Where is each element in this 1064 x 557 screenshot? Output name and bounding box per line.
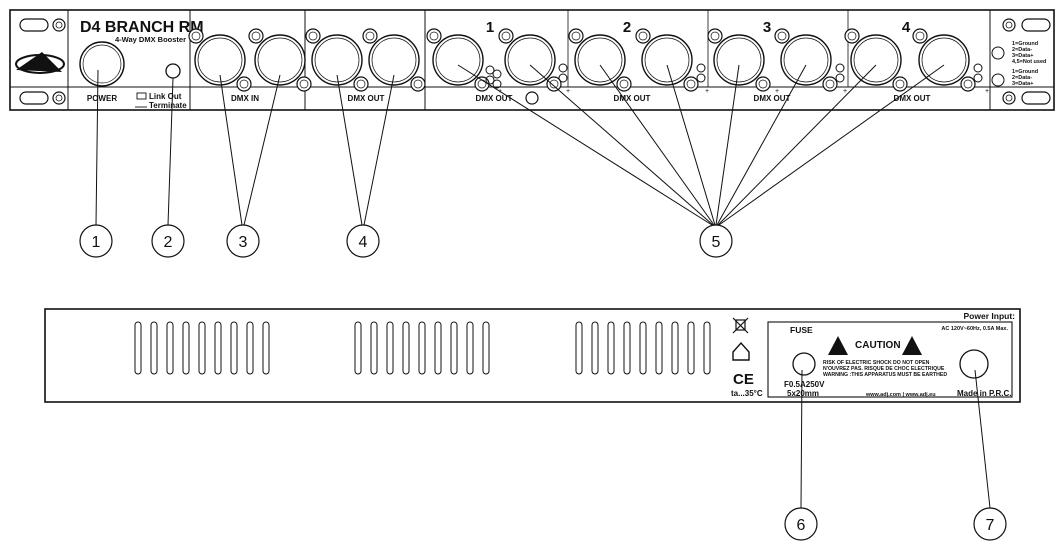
- callout-7: 7: [973, 507, 1007, 541]
- svg-text:+: +: [843, 88, 847, 95]
- front-leader-lines: [95, 64, 945, 226]
- warning-text-3: WARNING :THIS APPARATUS MUST BE EARTHED: [823, 372, 947, 378]
- link-out-icon: [136, 92, 147, 100]
- warning-triangle-icon: !: [902, 336, 922, 355]
- pinout-block: 1=Ground 2=Data- 3=Data+ 4,5=Not used 1=…: [991, 41, 1046, 87]
- fuse-rating: F0.5A250V: [784, 380, 825, 389]
- svg-text:!: !: [911, 345, 914, 355]
- ce-mark: CE: [733, 371, 754, 388]
- svg-text:3: 3: [239, 234, 248, 251]
- svg-text:5: 5: [712, 234, 721, 251]
- power-input-label: Power Input:: [964, 311, 1016, 321]
- svg-text:ADJ: ADJ: [30, 61, 50, 72]
- svg-text:2: 2: [164, 234, 173, 251]
- callout-5: 5: [699, 224, 733, 258]
- power-switch[interactable]: [79, 41, 125, 87]
- fuse-label: FUSE: [790, 325, 813, 335]
- svg-text:4: 4: [359, 234, 368, 251]
- dmx-in-label: DMX IN: [231, 94, 259, 103]
- rear-panel: CE ta...35°C Power Input: AC 120V~60Hz, …: [44, 308, 1021, 403]
- svg-text:+: +: [985, 88, 989, 95]
- svg-text:2=Data-: 2=Data-: [1012, 75, 1032, 81]
- channel-4-number: 4: [902, 19, 911, 36]
- svg-text:7: 7: [986, 517, 995, 534]
- channel-3-number: 3: [763, 19, 771, 36]
- dmx-out-4-label: DMX OUT: [894, 94, 931, 103]
- dmx-out-2-label: DMX OUT: [614, 94, 651, 103]
- rear-leader-lines: [800, 369, 991, 509]
- svg-text:3=Data+: 3=Data+: [1012, 53, 1033, 59]
- svg-text:3=Data+: 3=Data+: [1012, 81, 1033, 87]
- vent-slots: [575, 321, 711, 375]
- rear-label-box: [767, 321, 1013, 398]
- fuse-holder[interactable]: [792, 352, 816, 376]
- dmx-out-1-label: DMX OUT: [476, 94, 513, 103]
- caution-label: CAUTION: [855, 340, 901, 351]
- model-subtitle: 4-Way DMX Booster: [115, 35, 186, 44]
- svg-text:!: !: [837, 345, 840, 355]
- warning-triangle-icon: !: [828, 336, 848, 355]
- website-urls: www.adj.com | www.adj.eu: [865, 392, 936, 398]
- temperature-label: ta...35°C: [731, 389, 763, 398]
- vent-slots: [354, 321, 490, 375]
- callout-1: 1: [79, 224, 113, 258]
- svg-text:1: 1: [92, 234, 101, 251]
- indoor-use-icon: [732, 341, 750, 361]
- front-panel: ADJ D4 BRANCH RM 4-Way DMX Booster POWER…: [9, 9, 1055, 111]
- callout-6: 6: [784, 507, 818, 541]
- svg-text:4,5=Not used: 4,5=Not used: [1012, 59, 1046, 65]
- svg-text:+: +: [705, 88, 709, 95]
- callout-3: 3: [226, 224, 260, 258]
- warning-text-2: N'OUVREZ PAS. RISQUE DE CHOC ELECTRIQUE: [823, 366, 945, 372]
- link-out-label: Link Out: [149, 92, 182, 101]
- power-inlet[interactable]: [959, 349, 989, 379]
- svg-text:6: 6: [797, 517, 806, 534]
- channel-2-number: 2: [623, 19, 631, 36]
- terminate-label: Terminate: [149, 101, 187, 110]
- callout-2: 2: [151, 224, 185, 258]
- fuse-size: 5x20mm: [787, 389, 819, 398]
- svg-text:2=Data-: 2=Data-: [1012, 47, 1032, 53]
- model-name: D4 BRANCH RM: [80, 19, 204, 36]
- dmx-out-label: DMX OUT: [348, 94, 385, 103]
- made-in-label: Made in P.R.C.: [957, 389, 1012, 398]
- brand-logo: ADJ: [15, 52, 65, 74]
- weee-bin-icon: [732, 317, 749, 334]
- svg-text:+: +: [566, 88, 570, 95]
- callout-4: 4: [346, 224, 380, 258]
- power-label: POWER: [87, 94, 117, 103]
- svg-text:+: +: [775, 88, 779, 95]
- dmx-out-3-label: DMX OUT: [754, 94, 791, 103]
- warning-text-1: RISK OF ELECTRIC SHOCK DO NOT OPEN: [823, 360, 930, 366]
- svg-text:1=Ground: 1=Ground: [1012, 41, 1038, 47]
- power-spec: AC 120V~60Hz, 0.5A Max.: [941, 326, 1008, 332]
- vent-slots: [134, 321, 270, 375]
- svg-text:1=Ground: 1=Ground: [1012, 69, 1038, 75]
- channel-1-number: 1: [486, 19, 494, 36]
